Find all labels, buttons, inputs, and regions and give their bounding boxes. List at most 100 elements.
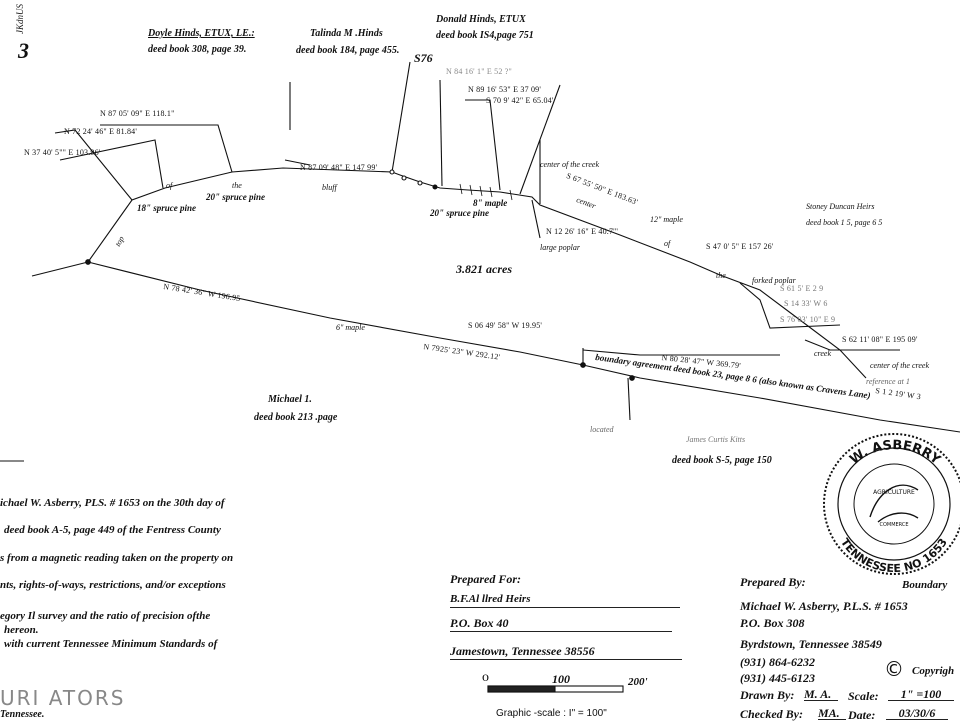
note-line: nts, rights-of-ways, restrictions, and/o… bbox=[0, 579, 226, 591]
west-tie-line bbox=[31, 261, 89, 277]
bearing-label: S 61 5' E 2 9 bbox=[780, 284, 824, 293]
note-line: with current Tennessee Minimum Standards… bbox=[4, 638, 218, 650]
plat-label: 20" spruce pine bbox=[206, 192, 265, 202]
bearing-label: N 89 16' 53" E 37 09' bbox=[468, 85, 542, 94]
prepared-for-box: P.O. Box 40 bbox=[450, 617, 672, 632]
adjoiner-michael-name: Michael 1. bbox=[268, 394, 312, 405]
leader-line bbox=[739, 282, 841, 329]
prepared-for-city: Jamestown, Tennessee 38556 bbox=[450, 645, 682, 660]
corner-text: JKdnUS bbox=[15, 4, 25, 34]
signature-mark bbox=[869, 484, 919, 523]
plat-label: center of the creek bbox=[870, 361, 930, 370]
leader-line bbox=[804, 339, 900, 351]
scale-label: Scale: bbox=[848, 689, 879, 703]
plat-label: 20" spruce pine bbox=[430, 208, 489, 218]
plat-label: large poplar bbox=[540, 243, 580, 252]
plat-label: forked poplar bbox=[752, 276, 796, 285]
note-line: ichael W. Asberry, PLS. # 1653 on the 30… bbox=[0, 497, 225, 509]
plat-label: of bbox=[664, 239, 671, 248]
plat-label: 12" maple bbox=[650, 215, 683, 224]
corner-marker bbox=[389, 169, 395, 175]
note-line: s from a magnetic reading taken on the p… bbox=[0, 552, 234, 564]
surveyor-phone-1: (931) 864-6232 bbox=[740, 655, 815, 669]
leader-line bbox=[54, 129, 133, 201]
bearing-label: S 14 33' W 6 bbox=[784, 299, 828, 308]
adjoiner-doyle-deed: deed book 308, page 39. bbox=[148, 44, 247, 55]
adjoiner-james-name: James Curtis Kitts bbox=[686, 435, 746, 444]
drawn-by-label: Drawn By: bbox=[740, 688, 795, 702]
bearing-label: S 70 9' 42" E 65.04' bbox=[486, 96, 554, 105]
adjoiner-james-deed: deed book S-5, page 150 bbox=[672, 455, 772, 466]
graphic-scale-bar bbox=[487, 685, 624, 693]
leader-line bbox=[519, 84, 561, 195]
corner-marker bbox=[432, 184, 438, 190]
adjoiner-donald-name: Donald Hinds, ETUX bbox=[436, 14, 526, 25]
leader-line bbox=[59, 139, 164, 189]
plat-label: reference at 1 bbox=[866, 377, 910, 386]
scale-hundred-label: 100 bbox=[552, 672, 570, 686]
adjoiner-michael-deed: deed book 213 .page bbox=[254, 412, 338, 423]
prepared-by-label: Prepared By: bbox=[740, 575, 806, 589]
boundary-title: Boundary bbox=[902, 579, 948, 591]
note-line: deed book A-5, page 449 of the Fentress … bbox=[4, 524, 221, 536]
bearing-label: N 84 16' 1" E 52 ?" bbox=[446, 67, 512, 76]
leader-line bbox=[531, 199, 541, 239]
north-boundary-line bbox=[87, 167, 867, 379]
plat-label: 6" maple bbox=[336, 323, 365, 332]
plat-label: 18" spruce pine bbox=[137, 203, 196, 213]
plat-label: bluff bbox=[322, 183, 337, 192]
prepared-for-name: B.F.Al llred Heirs bbox=[450, 594, 680, 608]
plat-label: center of the creek bbox=[540, 160, 600, 169]
bearing-label: S 06 49' 58" W 19.95' bbox=[468, 321, 543, 330]
bearing-label: N 12 26' 16" E 40.7'" bbox=[546, 227, 619, 236]
scale-value: 1" =100 bbox=[888, 688, 954, 701]
scale-caption: Graphic -scale : I" = 100" bbox=[496, 708, 607, 719]
adjoiner-talinda-name: Talinda M .Hinds bbox=[310, 28, 383, 39]
adjoiner-donald-deed: deed book IS4,page 751 bbox=[436, 30, 534, 41]
copyright-text: Copyrigh bbox=[912, 665, 955, 677]
surveyor-city: Byrdstown, Tennessee 38549 bbox=[740, 637, 882, 651]
surveyor-phone-2: (931) 445-6123 bbox=[740, 671, 815, 685]
corner-marker bbox=[85, 259, 91, 265]
plat-label: the bbox=[232, 181, 242, 190]
checked-by-label: Checked By: bbox=[740, 707, 803, 721]
seal-commerce-text: COMMERCE bbox=[879, 522, 908, 528]
plat-label: the bbox=[716, 271, 726, 280]
copyright-symbol: © bbox=[884, 657, 904, 681]
bearing-label: N 37 40' 5"" E 103.96' bbox=[24, 148, 101, 157]
bearing-label: S 62 11' 08" E 195 09' bbox=[842, 335, 918, 344]
bearing-label: N 87 09' 48" E 147 99' bbox=[300, 163, 378, 172]
corner-marker bbox=[417, 180, 423, 186]
scale-zero-label: o bbox=[482, 670, 489, 685]
plat-label: 8" maple bbox=[473, 198, 508, 208]
surveyor-seal: W. ASBERRY TENNESSEE NO 1653 AGRICULTURE… bbox=[823, 433, 960, 575]
leader-line bbox=[627, 377, 631, 421]
leader-line bbox=[284, 159, 311, 166]
adjoiner-doyle-name: Doyle Hinds, ETUX, LE.: bbox=[148, 28, 255, 39]
leader-line bbox=[391, 61, 411, 173]
checked-by-value: MA. bbox=[818, 707, 846, 720]
note-line: Tennessee. bbox=[0, 709, 45, 720]
bluff-hatch bbox=[459, 183, 513, 201]
bearing-label: S 76 03' 10" E 9 bbox=[780, 315, 836, 324]
sheet-number: 3 bbox=[18, 38, 29, 63]
drawn-by-value: M. A. bbox=[804, 688, 838, 701]
surveyor-name: Michael W. Asberry, P.L.S. # 1653 bbox=[740, 599, 908, 613]
leader-line bbox=[100, 124, 233, 173]
s76-label: S76 bbox=[414, 51, 433, 65]
bearing-label: S 47 0' 5" E 157 26' bbox=[706, 242, 774, 251]
corner-marker bbox=[580, 362, 586, 368]
surveyor-box: P.O. Box 308 bbox=[740, 616, 805, 630]
leader-line bbox=[582, 349, 780, 356]
plat-label: creek bbox=[814, 349, 832, 358]
watermark-text: URI ATORS bbox=[0, 686, 126, 710]
corner-marker bbox=[401, 175, 407, 181]
note-line: hereon. bbox=[4, 624, 39, 636]
note-line: egory Il survey and the ratio of precisi… bbox=[0, 610, 211, 622]
adjoiner-stoney-name: Stoney Duncan Heirs bbox=[806, 202, 875, 211]
scale-two-hundred-label: 200' bbox=[628, 676, 648, 688]
adjoiner-talinda-deed: deed book 184, page 455. bbox=[296, 45, 400, 56]
date-label: Date: bbox=[848, 708, 876, 722]
date-value: 03/30/6 bbox=[886, 707, 948, 720]
